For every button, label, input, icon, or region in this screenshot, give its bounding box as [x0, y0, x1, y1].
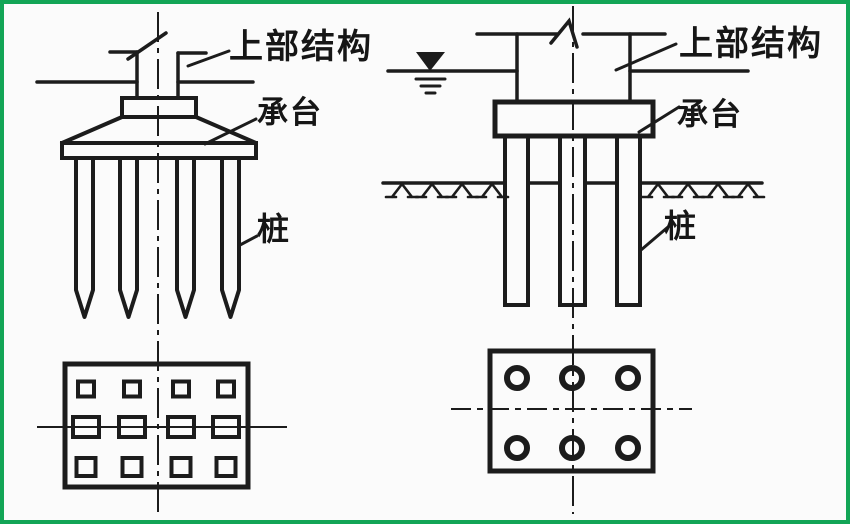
pile-section-square: [71, 415, 101, 439]
pile-flat: [503, 134, 530, 307]
right-plan-pile-sections: [504, 365, 641, 461]
leader-pile-cap-left: [203, 117, 258, 146]
right-elevation-piles: [503, 134, 642, 307]
soil-hatch-mark: [670, 182, 706, 199]
pile-section-square: [171, 379, 191, 399]
pile-section-square: [76, 379, 96, 399]
leader-superstructure-left: [186, 49, 231, 68]
pile-section-square: [117, 415, 147, 439]
left-plan-pile-sections: [71, 379, 241, 478]
left-column: [35, 31, 255, 100]
pile-pointed: [118, 156, 139, 319]
right-column: [475, 17, 750, 104]
ground-hatch-icon: [384, 182, 766, 199]
left-elevation: [35, 31, 258, 319]
right-elevation: [381, 17, 766, 307]
pile-section-circle: [504, 435, 530, 461]
soil-hatch-mark: [414, 182, 450, 199]
label-superstructure-right: 上部结构: [679, 25, 823, 63]
right-plan-cap-outline: [487, 348, 656, 474]
pile-section-circle: [615, 435, 641, 461]
pile-section-circle: [559, 365, 585, 391]
pile-section-circle: [559, 435, 585, 461]
label-pile-cap-right: 承台: [677, 97, 743, 132]
right-plan: [487, 348, 656, 474]
soil-hatch-mark: [474, 182, 510, 199]
left-pile-cap: [60, 96, 258, 160]
pile-section-circle: [504, 365, 530, 391]
water-level-icon: [386, 52, 519, 95]
soil-hatch-mark: [640, 182, 676, 199]
leader-superstructure-right: [614, 42, 678, 72]
pile-pointed: [175, 156, 196, 319]
leader-lines: [186, 42, 681, 252]
pile-section-circle: [615, 365, 641, 391]
pile-section-square: [169, 456, 193, 478]
soil-hatch-mark: [730, 182, 766, 199]
label-pile-left: 桩: [257, 211, 292, 247]
pile-pointed: [220, 156, 241, 319]
soil-hatch-mark: [444, 182, 480, 199]
label-superstructure-left: 上部结构: [229, 28, 373, 66]
pile-section-square: [74, 456, 98, 478]
break-mark-icon: [126, 31, 168, 61]
leader-pile-left: [238, 234, 259, 247]
pile-section-square: [211, 415, 241, 439]
leader-pile-right: [639, 225, 670, 252]
pile-flat: [558, 134, 587, 307]
pile-section-square: [120, 456, 144, 478]
label-pile-right: 桩: [664, 208, 699, 244]
pile-section-square: [216, 379, 236, 399]
leader-pile-cap-right: [637, 105, 681, 134]
pile-pointed: [74, 156, 95, 319]
pile-section-square: [214, 456, 238, 478]
break-mark-icon: [549, 17, 579, 49]
pile-flat: [615, 134, 642, 307]
left-elevation-piles: [74, 156, 241, 319]
soil-hatch-mark: [700, 182, 736, 199]
pile-section-square: [166, 415, 196, 439]
pile-section-square: [122, 379, 142, 399]
left-plan: [62, 361, 251, 490]
label-pile-cap-left: 承台: [257, 95, 323, 130]
left-plan-cap-outline: [62, 361, 251, 490]
soil-hatch-mark: [384, 182, 420, 199]
